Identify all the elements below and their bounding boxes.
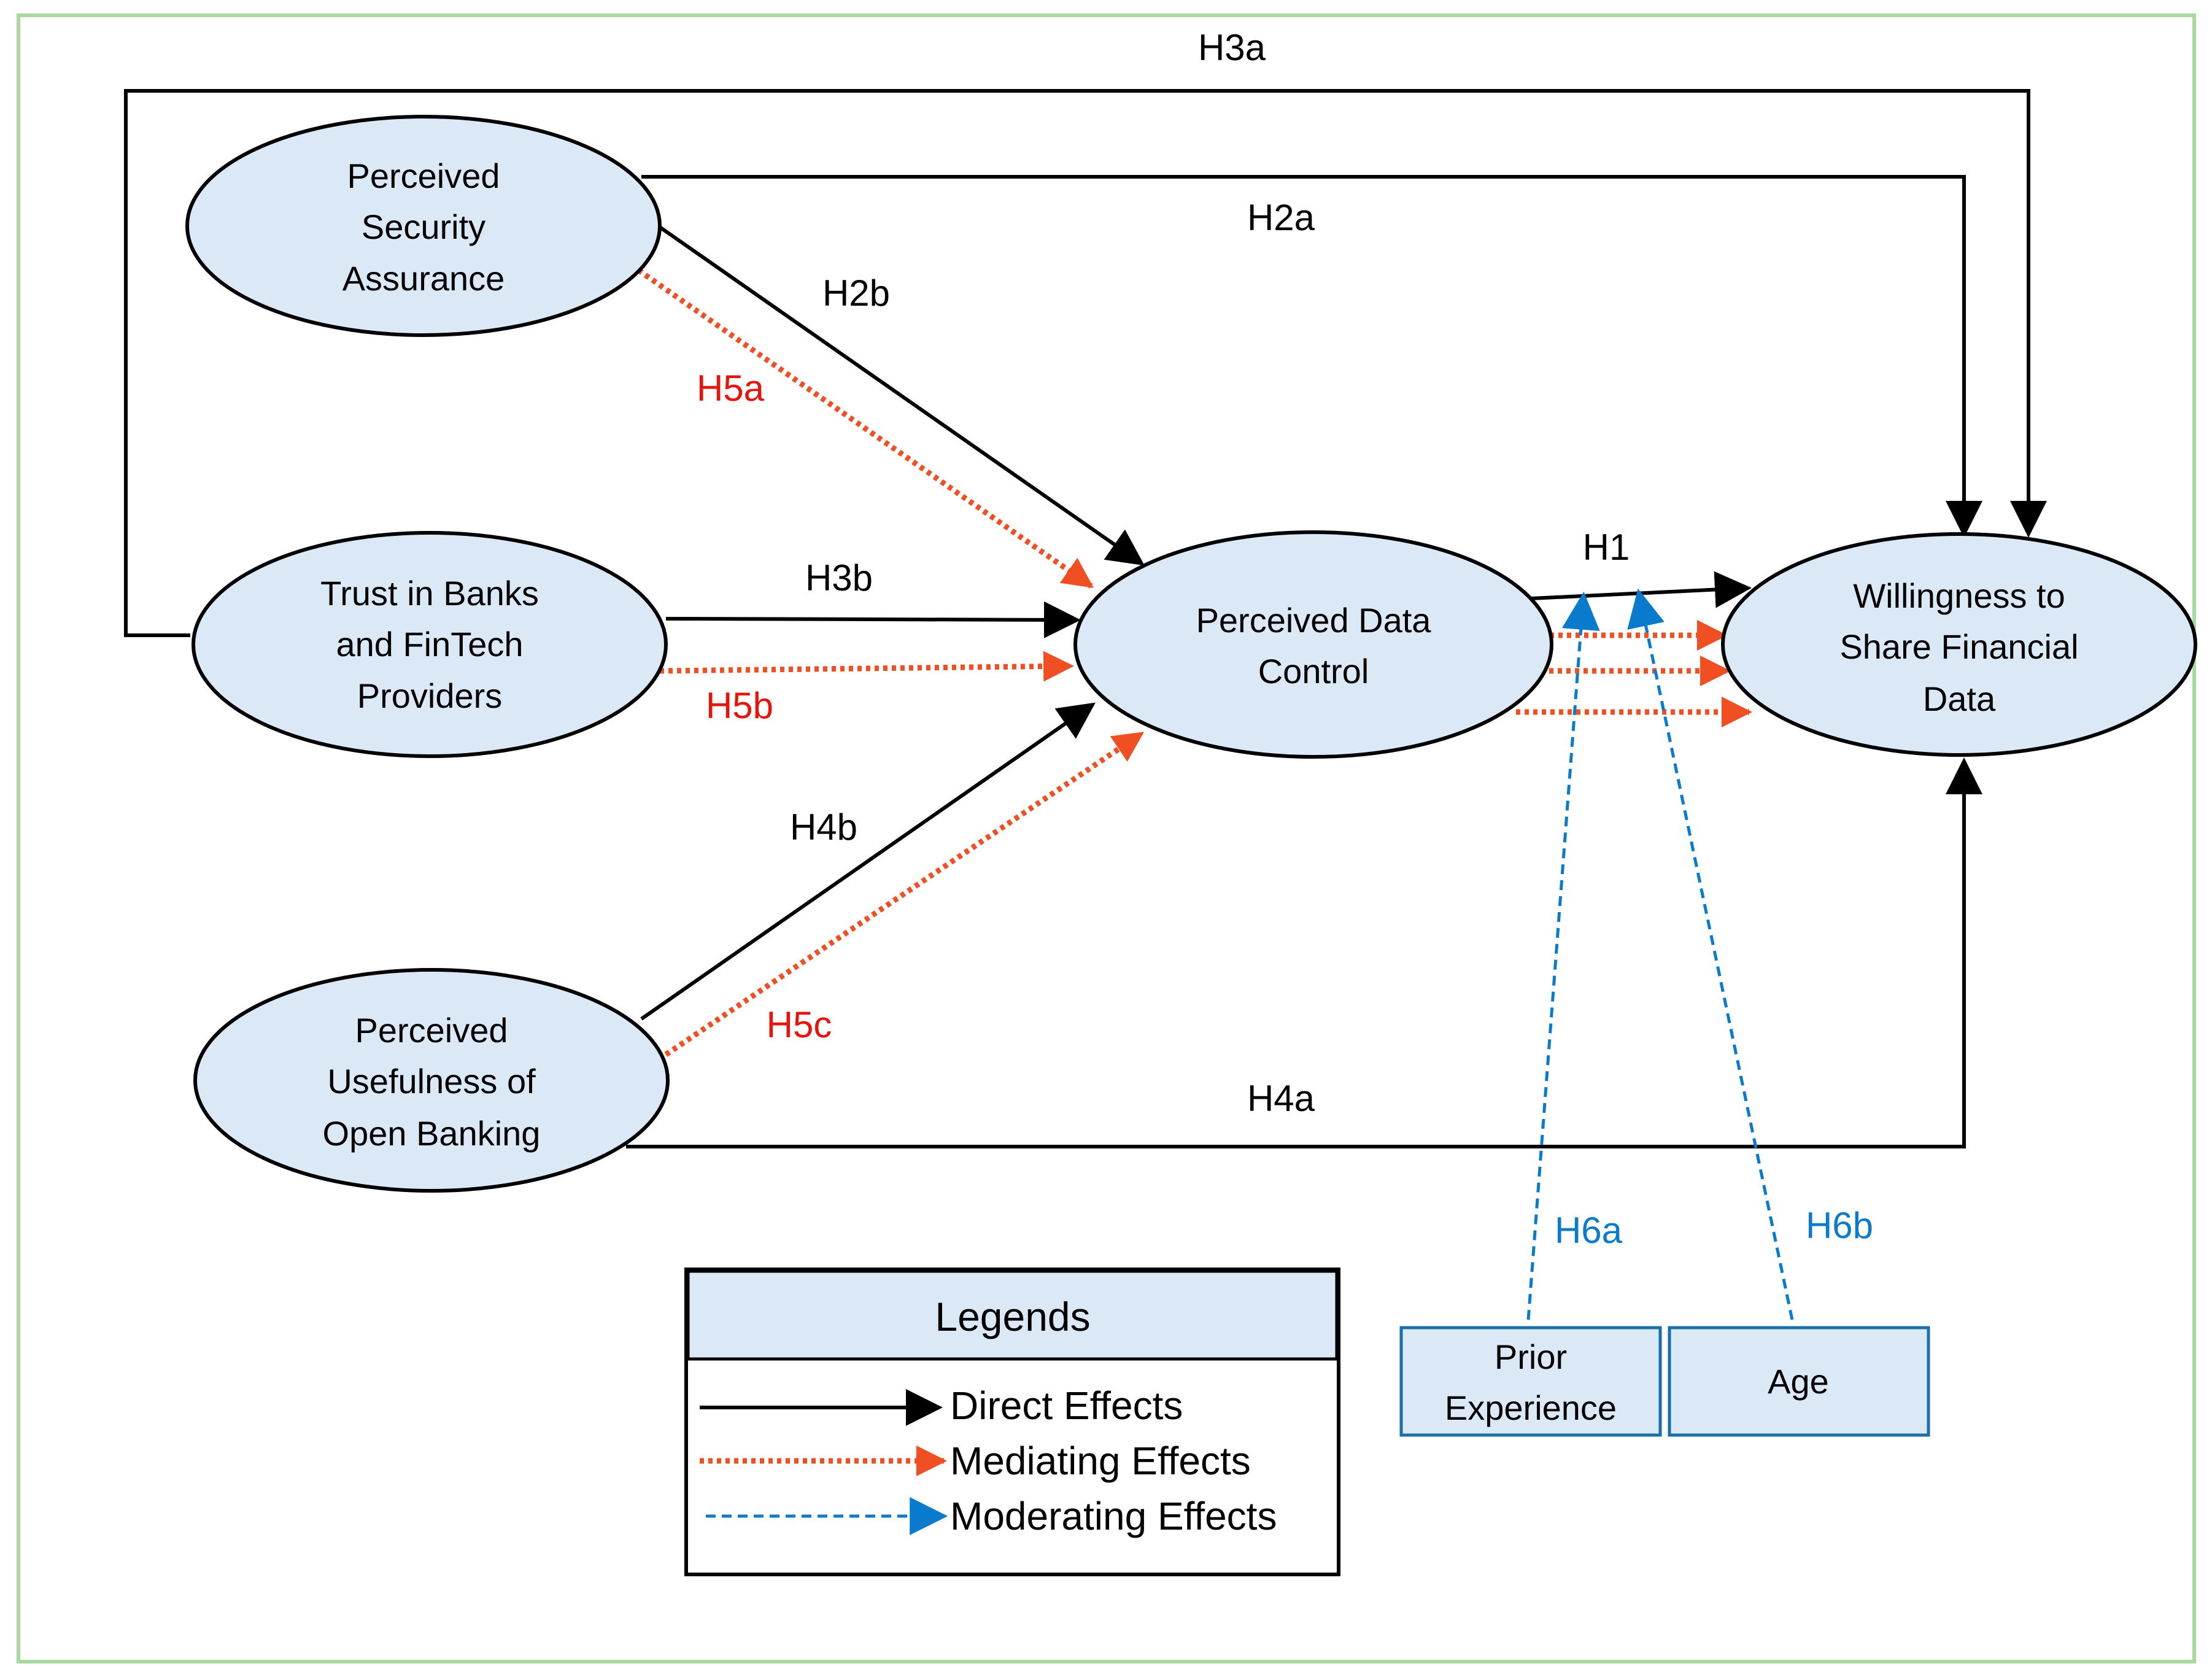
label-h5b: H5b [706, 685, 773, 726]
path-h4a [626, 757, 1982, 1148]
node-security-line-3: Assurance [342, 259, 505, 298]
label-h2b: H2b [822, 273, 890, 314]
legend-direct-label: Direct Effects [950, 1384, 1183, 1428]
path-h6b [1627, 588, 1794, 1320]
node-trust-line-3: Providers [357, 676, 503, 715]
node-willingness-line-2: Share Financial [1839, 627, 2078, 666]
node-security: Perceived Security Assurance [185, 115, 662, 337]
box-age [1668, 1326, 1930, 1437]
node-willingness-line-3: Data [1923, 679, 1996, 718]
ellipse-control [1073, 530, 1553, 759]
node-trust: Trust in Banks and FinTech Providers [191, 531, 668, 758]
path-h4b [640, 702, 1096, 1021]
node-age-line-1: Age [1768, 1362, 1829, 1401]
label-h4b: H4b [790, 807, 857, 848]
node-control-line-1: Perceived Data [1196, 601, 1432, 640]
node-experience-line-1: Prior [1495, 1337, 1567, 1376]
label-h3a: H3a [1198, 27, 1266, 68]
node-trust-line-2: and FinTech [336, 625, 523, 664]
node-security-line-1: Perceived [347, 157, 500, 195]
node-control-line-2: Control [1258, 652, 1369, 691]
node-security-line-2: Security [362, 207, 485, 246]
ellipse-usefulness [193, 968, 670, 1193]
path-h5c [664, 731, 1145, 1057]
ellipse-trust [191, 531, 668, 758]
label-h1: H1 [1583, 527, 1630, 568]
legend-header [686, 1269, 1339, 1361]
path-h2b [659, 225, 1145, 566]
path-h2a [641, 175, 1982, 538]
node-experience-line-2: Experience [1445, 1388, 1617, 1427]
node-control: Perceived Data Control [1073, 530, 1553, 759]
label-h6b: H6b [1806, 1205, 1873, 1246]
node-willingness: Willingness to Share Financial Data [1721, 532, 2197, 757]
label-h4a: H4a [1247, 1078, 1315, 1119]
direct-paths [124, 89, 2047, 1148]
node-trust-line-1: Trust in Banks [320, 574, 539, 613]
node-willingness-line-1: Willingness to [1853, 576, 2065, 615]
box-experience [1399, 1326, 1662, 1437]
legend: Legends Direct Effects Mediating Effects… [684, 1268, 1340, 1576]
path-h6a [1526, 591, 1600, 1320]
legend-title: Legends [935, 1294, 1090, 1339]
path-labels: H3a H2a H2b H5a H3b H5b H4b H5c H4a H1 H… [697, 27, 1873, 1251]
outer-frame [17, 14, 2196, 1663]
node-usefulness-line-2: Usefulness of [327, 1062, 536, 1101]
ellipse-security [185, 115, 662, 337]
node-usefulness-line-3: Open Banking [323, 1114, 541, 1153]
node-experience: Prior Experience [1399, 1326, 1662, 1437]
node-age: Age [1668, 1326, 1930, 1437]
label-h3b: H3b [805, 557, 873, 598]
moderating-paths [1526, 588, 1794, 1320]
path-h5b [659, 651, 1074, 682]
label-h5a: H5a [697, 368, 765, 409]
legend-moderating-label: Moderating Effects [950, 1494, 1277, 1538]
path-h3b [665, 601, 1081, 638]
label-h5c: H5c [767, 1004, 832, 1045]
node-usefulness-line-1: Perceived [355, 1011, 508, 1050]
mediating-paths [636, 268, 1752, 1057]
label-h2a: H2a [1247, 197, 1315, 238]
node-usefulness: Perceived Usefulness of Open Banking [193, 968, 670, 1193]
path-h5a [636, 268, 1094, 589]
path-h3a [124, 89, 2047, 637]
legend-mediating-label: Mediating Effects [950, 1439, 1251, 1483]
label-h6a: H6a [1555, 1210, 1623, 1251]
ellipse-willingness [1721, 532, 2197, 757]
